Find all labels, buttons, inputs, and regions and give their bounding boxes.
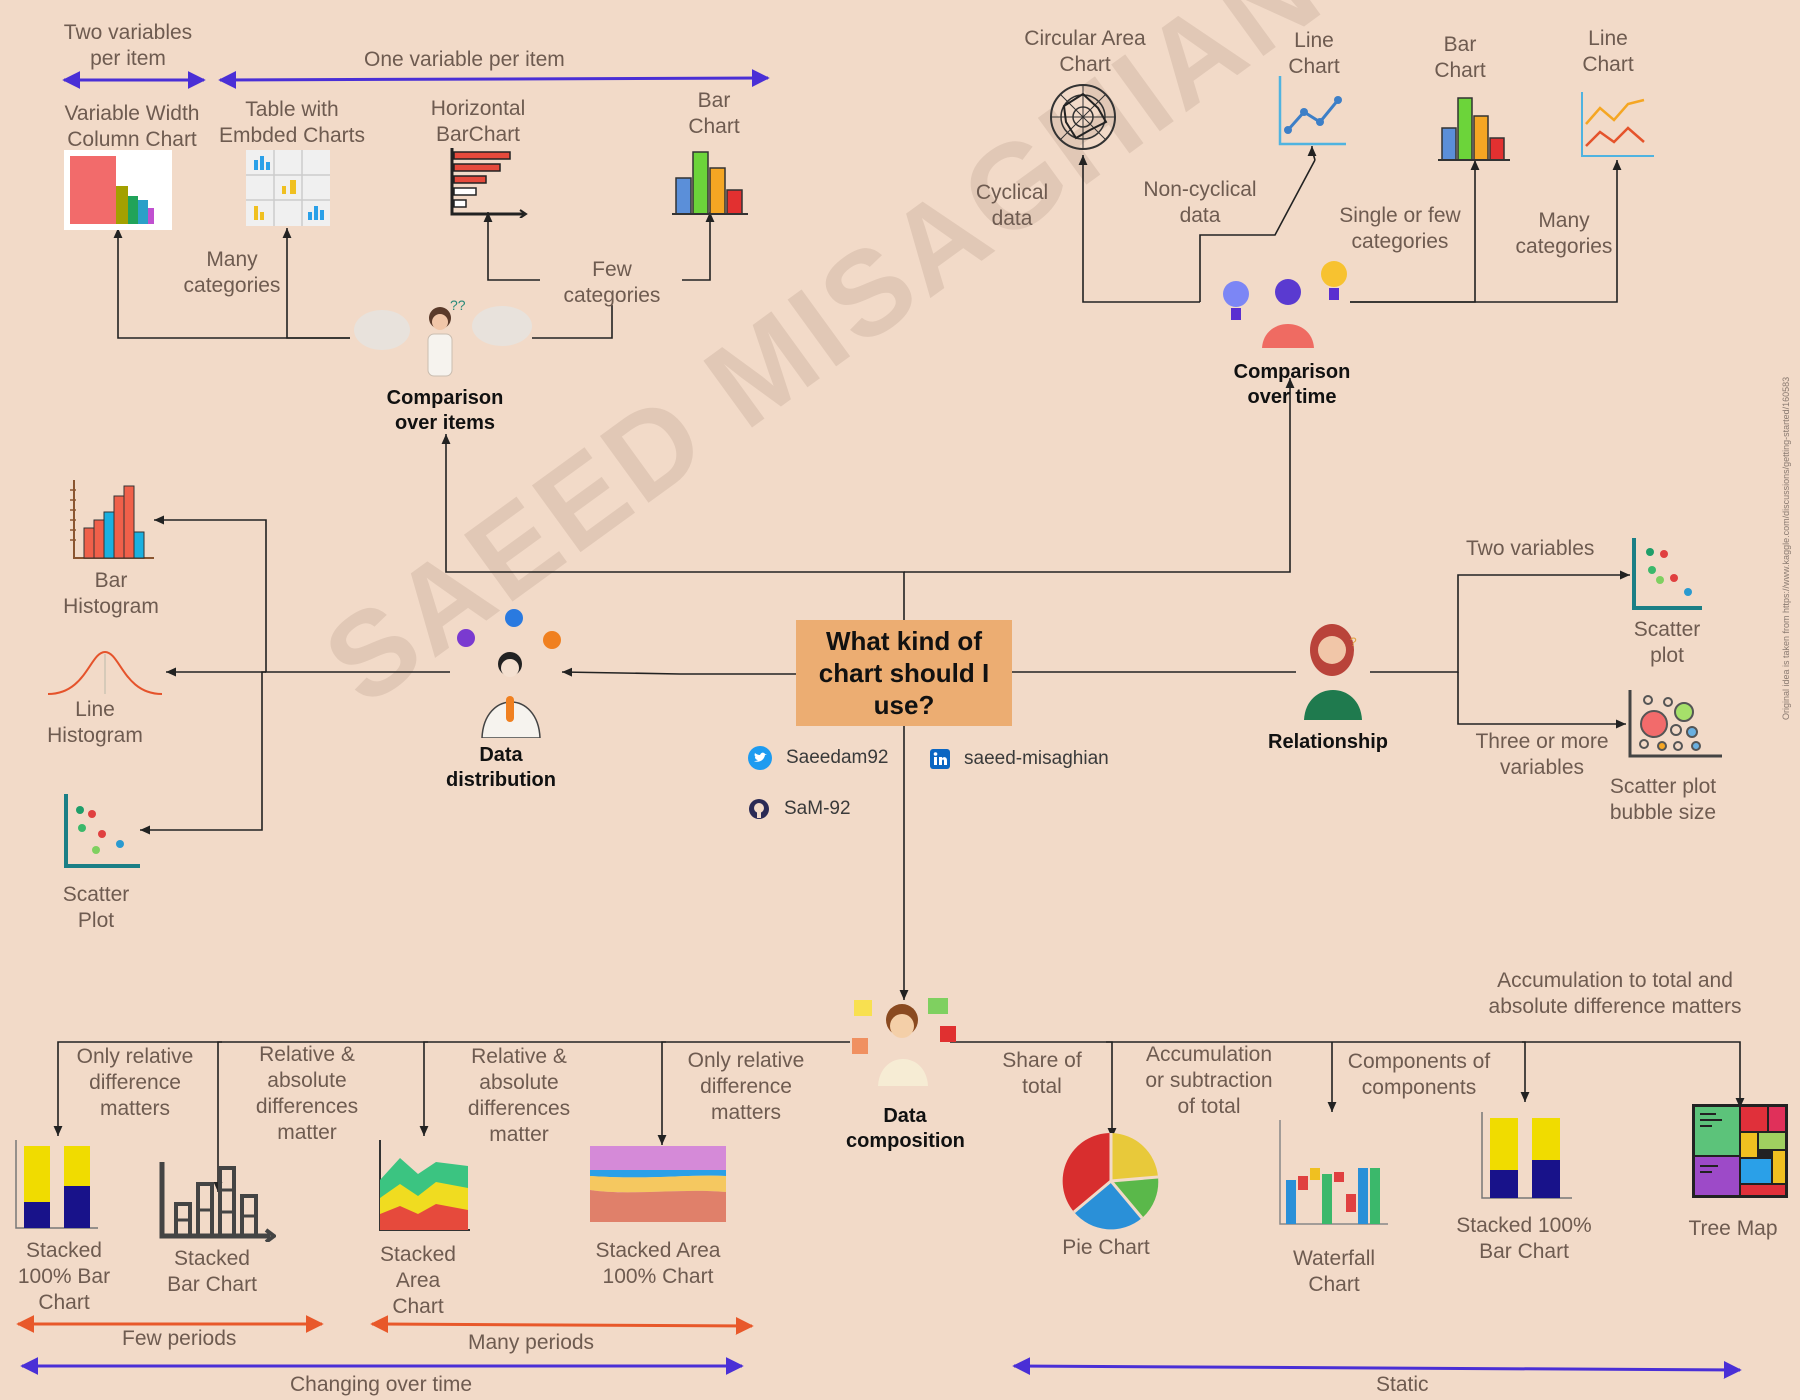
github-label: SaM-92 <box>784 798 851 819</box>
table-embedded-icon <box>246 150 330 226</box>
label-non-cyclical: Non-cyclical data <box>1143 178 1257 227</box>
chart-table-embedded: Table with Embded Charts <box>219 98 365 147</box>
twitter-icon <box>748 746 772 770</box>
label-static: Static <box>1376 1373 1429 1396</box>
chart-stacked-100-bar-1: Stacked 100% Bar Chart <box>17 1239 111 1314</box>
cond-share-of-total: Share of total <box>1002 1049 1082 1098</box>
cond-components: Components of components <box>1347 1050 1491 1099</box>
label-many-categories-time: Many categories <box>1515 209 1613 258</box>
chart-scatter-bubble: Scatter plot bubble size <box>1609 775 1717 824</box>
stacked-100-bar-icon-2 <box>1481 1112 1572 1199</box>
stacked-100-bar-icon-1 <box>15 1140 98 1229</box>
label-many-categories-items: Many categories <box>183 248 281 297</box>
cond-accumulation-subtraction: Accumulation or subtraction of total <box>1145 1043 1273 1118</box>
category-comparison-time: Comparison over time <box>1233 361 1351 408</box>
cond-accumulation-absolute: Accumulation to total and absolute diffe… <box>1488 969 1742 1018</box>
circular-area-icon <box>1050 84 1116 150</box>
twitter-handle[interactable]: Saeedam92 <box>748 746 888 770</box>
waterfall-chart-icon <box>1279 1120 1388 1225</box>
bar-chart-items-icon <box>672 151 748 215</box>
category-composition: Data composition <box>846 1105 965 1152</box>
chart-line-time-1: Line Chart <box>1288 29 1340 78</box>
github-handle[interactable]: SaM-92 <box>748 798 851 820</box>
linkedin-handle[interactable]: saeed-misaghian <box>930 748 1109 770</box>
github-icon <box>749 799 769 819</box>
linkedin-icon <box>930 749 950 769</box>
central-question: What kind of chart should I use? <box>796 620 1012 726</box>
chart-stacked-area-100: Stacked Area 100% Chart <box>595 1239 721 1288</box>
label-changing-over-time: Changing over time <box>290 1373 473 1396</box>
chart-tree-map: Tree Map <box>1688 1217 1778 1240</box>
label-one-var-per-item: One variable per item <box>364 48 565 71</box>
label-cyclical: Cyclical data <box>975 181 1049 230</box>
label-few-categories-items: Few categories <box>563 258 661 307</box>
scatter-plot-dist-icon <box>64 794 140 868</box>
label-single-few-categories: Single or few categories <box>1339 204 1461 253</box>
chart-stacked-100-bar-2: Stacked 100% Bar Chart <box>1456 1214 1592 1263</box>
label-few-periods: Few periods <box>122 1327 237 1350</box>
chart-horizontal-bar: Horizontal BarChart <box>430 97 526 146</box>
category-distribution: Data distribution <box>446 744 556 791</box>
stacked-bar-icon <box>159 1162 276 1242</box>
chart-variable-width-column: Variable Width Column Chart <box>64 102 200 151</box>
man-thinking-icon <box>457 609 561 738</box>
variable-width-column-icon <box>64 150 172 230</box>
pie-chart-icon <box>1062 1132 1159 1230</box>
line-histogram-icon <box>47 650 163 695</box>
bar-chart-time-icon <box>1438 97 1510 161</box>
chart-circular-area: Circular Area Chart <box>1024 27 1146 76</box>
label-three-variables: Three or more variables <box>1475 730 1609 779</box>
label-two-variables: Two variables <box>1466 537 1595 560</box>
cond-relative-only-2: Only relative difference matters <box>687 1049 805 1124</box>
chart-pie: Pie Chart <box>1062 1236 1150 1259</box>
category-relationship: Relationship <box>1268 731 1389 753</box>
linkedin-label: saeed-misaghian <box>964 748 1109 769</box>
chart-scatter-plot-dist: Scatter Plot <box>62 883 130 932</box>
bar-histogram-icon <box>70 480 154 559</box>
svg-text:?: ? <box>1350 635 1357 649</box>
cond-relative-absolute-1: Relative & absolute differences matter <box>255 1043 359 1144</box>
thinking-person-icon: ?? <box>354 297 532 377</box>
man-puzzle-icon <box>852 998 956 1086</box>
line-chart-time-icon-2 <box>1581 92 1654 157</box>
chart-scatter-plot-rel: Scatter plot <box>1633 618 1701 667</box>
chart-line-time-2: Line Chart <box>1582 27 1634 76</box>
scatter-plot-icon <box>1632 538 1702 610</box>
label-many-periods: Many periods <box>468 1331 595 1354</box>
stacked-area-100-icon <box>590 1146 726 1222</box>
svg-text:??: ?? <box>450 297 466 313</box>
chart-bar-histogram: Bar Histogram <box>63 569 159 618</box>
chart-bar-items: Bar Chart <box>688 89 740 138</box>
twitter-label: Saeedam92 <box>786 747 889 768</box>
woman-thinking-icon: ? <box>1304 624 1362 720</box>
horizontal-bar-icon <box>450 148 528 218</box>
line-chart-time-icon-1 <box>1278 76 1346 146</box>
stacked-area-icon <box>379 1140 470 1231</box>
bubble-scatter-icon <box>1628 690 1722 758</box>
chart-bar-time: Bar Chart <box>1434 33 1486 82</box>
tree-map-icon <box>1692 1104 1788 1198</box>
cond-relative-only-1: Only relative difference matters <box>76 1045 194 1120</box>
chart-stacked-bar: Stacked Bar Chart <box>167 1247 257 1296</box>
chart-waterfall: Waterfall Chart <box>1292 1247 1376 1296</box>
label-two-vars-per-item: Two variables per item <box>63 21 193 70</box>
chart-line-histogram: Line Histogram <box>47 698 143 747</box>
cond-relative-absolute-2: Relative & absolute differences matter <box>467 1045 571 1146</box>
source-credit: Original idea is taken from https://www.… <box>1781 376 1791 720</box>
category-comparison-items: Comparison over items <box>386 387 504 434</box>
woman-lightbulbs-icon <box>1223 261 1347 348</box>
chart-stacked-area: Stacked Area Chart <box>380 1243 456 1318</box>
